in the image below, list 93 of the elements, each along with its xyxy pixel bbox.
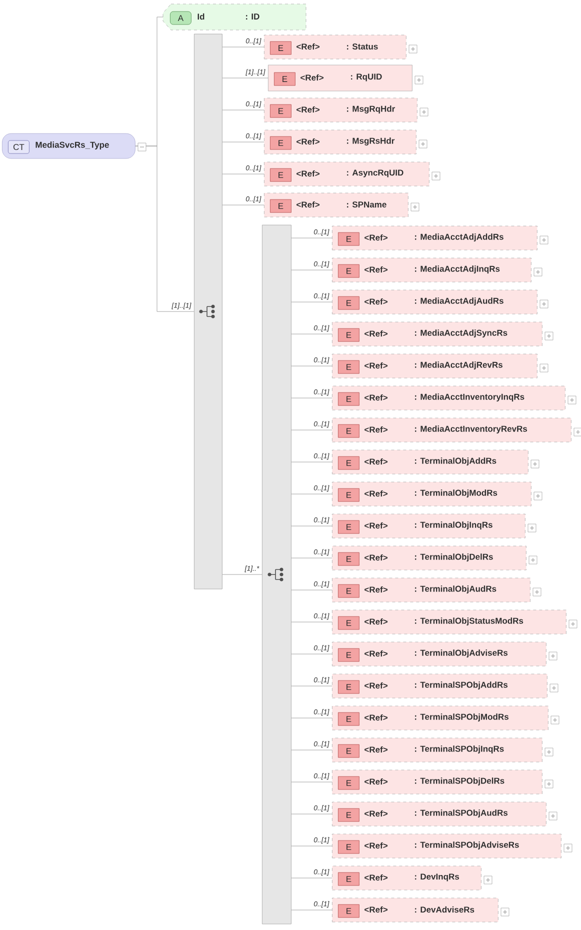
ref-label: <Ref> xyxy=(364,682,388,689)
element-name: : MediaAcctAdjInqRs xyxy=(415,266,500,274)
ref-label: <Ref> xyxy=(364,266,388,273)
element-badge: E xyxy=(338,296,360,310)
connector-line xyxy=(222,574,262,575)
element-name: : TerminalSPObjModRs xyxy=(415,714,508,722)
ref-label: <Ref> xyxy=(296,170,320,177)
attribute-badge: A xyxy=(170,11,192,25)
ref-label: <Ref> xyxy=(364,746,388,753)
element-name: : DevAdviseRs xyxy=(415,906,474,913)
element-badge: E xyxy=(338,712,360,726)
element-name: : AsyncRqUID xyxy=(347,170,404,178)
ref-label: <Ref> xyxy=(364,586,388,593)
ref-label: <Ref> xyxy=(364,362,388,369)
ref-label: <Ref> xyxy=(364,842,388,849)
element-name: : MediaAcctInventoryInqRs xyxy=(415,394,524,402)
ref-label: <Ref> xyxy=(364,426,388,433)
element-name: : TerminalSPObjAdviseRs xyxy=(415,842,519,850)
element-badge: E xyxy=(338,552,360,566)
element-badge: E xyxy=(338,456,360,470)
type-badge: CT xyxy=(8,140,30,154)
ref-label: <Ref> xyxy=(364,554,388,561)
ref-label: <Ref> xyxy=(364,234,388,241)
element-name: : TerminalObjAdviseRs xyxy=(415,650,508,658)
ref-label: <Ref> xyxy=(296,138,320,145)
element-badge: E xyxy=(338,840,360,854)
ref-label: <Ref> xyxy=(364,810,388,817)
element-badge: E xyxy=(338,328,360,342)
element-badge: E xyxy=(338,872,360,886)
connector-line xyxy=(135,146,194,312)
element-name: : MsgRsHdr xyxy=(347,138,395,146)
attribute-type: : ID xyxy=(246,14,260,20)
ref-label: <Ref> xyxy=(296,106,320,113)
element-name: : TerminalObjAudRs xyxy=(415,586,496,594)
element-name: : TerminalSPObjAddRs xyxy=(415,682,508,690)
element-name: : TerminalObjAddRs xyxy=(415,458,496,466)
ref-label: <Ref> xyxy=(364,906,388,913)
element-badge: E xyxy=(338,264,360,278)
ref-label: <Ref> xyxy=(364,522,388,529)
element-name: : SPName xyxy=(347,202,386,208)
element-badge: E xyxy=(338,904,360,918)
element-badge: E xyxy=(270,104,292,118)
ref-label: <Ref> xyxy=(296,43,320,50)
element-name: : MediaAcctAdjRevRs xyxy=(415,362,502,370)
element-badge: E xyxy=(338,680,360,694)
element-name: : MediaAcctInventoryRevRs xyxy=(415,426,528,434)
element-badge: E xyxy=(270,168,292,182)
element-name: : TerminalSPObjDelRs xyxy=(415,778,504,786)
ref-label: <Ref> xyxy=(364,618,388,625)
element-name: : TerminalObjInqRs xyxy=(415,522,492,530)
type-name: MediaSvcRs_Type xyxy=(36,142,109,150)
element-name: : TerminalSPObjInqRs xyxy=(415,746,504,754)
element-name: : MediaAcctAdjAddRs xyxy=(415,234,504,242)
element-name: : RqUID xyxy=(351,74,382,82)
element-badge: E xyxy=(270,199,292,213)
element-badge: E xyxy=(338,360,360,374)
element-name: : TerminalObjModRs xyxy=(415,490,498,498)
element-name: : TerminalObjDelRs xyxy=(415,554,493,562)
element-badge: E xyxy=(338,648,360,662)
element-name: : TerminalObjStatusModRs xyxy=(415,618,524,626)
ref-label: <Ref> xyxy=(364,778,388,785)
element-badge: E xyxy=(338,488,360,502)
element-badge: E xyxy=(338,584,360,598)
element-badge: E xyxy=(270,136,292,150)
element-badge: E xyxy=(338,392,360,406)
element-name: : MediaAcctAdjSyncRs xyxy=(415,330,508,338)
ref-label: <Ref> xyxy=(364,298,388,305)
element-name: : TerminalSPObjAudRs xyxy=(415,810,508,818)
connector-line xyxy=(222,204,264,206)
element-badge: E xyxy=(338,520,360,534)
attribute-name: Id xyxy=(198,13,204,20)
element-name: : DevInqRs xyxy=(415,874,460,882)
element-badge: E xyxy=(338,808,360,822)
ref-label: <Ref> xyxy=(296,201,320,208)
ref-label: <Ref> xyxy=(364,458,388,465)
ref-label: <Ref> xyxy=(364,714,388,721)
element-badge: E xyxy=(338,616,360,630)
element-badge: E xyxy=(338,424,360,438)
ref-label: <Ref> xyxy=(364,330,388,337)
element-badge: E xyxy=(338,232,360,246)
connector-line xyxy=(222,46,264,48)
element-name: : MsgRqHdr xyxy=(347,106,396,114)
element-badge: E xyxy=(338,744,360,758)
ref-label: <Ref> xyxy=(364,874,388,881)
ref-label: <Ref> xyxy=(364,490,388,497)
element-badge: E xyxy=(338,776,360,790)
element-name: : MediaAcctAdjAudRs xyxy=(415,298,504,306)
element-badge: E xyxy=(274,72,296,86)
element-badge: E xyxy=(270,41,292,55)
ref-label: <Ref> xyxy=(364,650,388,657)
ref-label: <Ref> xyxy=(364,394,388,401)
ref-label: <Ref> xyxy=(300,74,324,81)
element-name: : Status xyxy=(347,44,378,50)
